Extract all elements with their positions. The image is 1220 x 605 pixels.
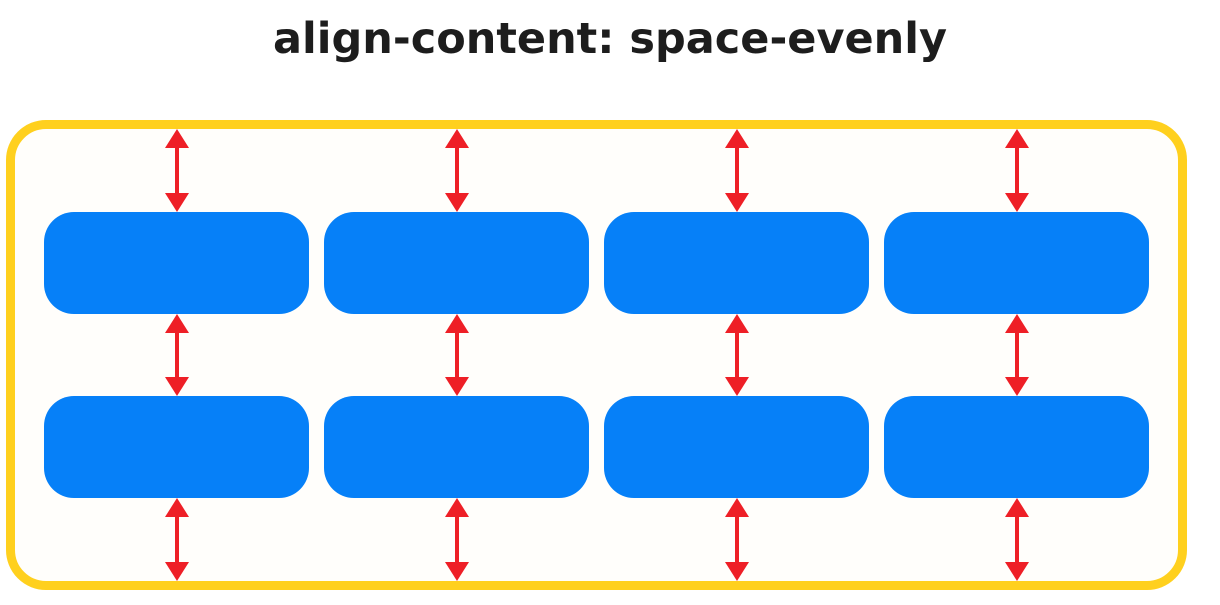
arrow-head-top bbox=[444, 129, 469, 148]
arrow-shaft bbox=[734, 325, 739, 385]
arrow-head-top bbox=[444, 498, 469, 518]
arrow-shaft bbox=[174, 510, 179, 570]
arrow-head-top bbox=[724, 129, 749, 148]
arrow-shaft bbox=[734, 510, 739, 570]
arrow-head-bottom bbox=[1004, 562, 1029, 582]
double-arrow-icon bbox=[724, 498, 750, 582]
flex-item bbox=[884, 211, 1149, 314]
arrow-head-bottom bbox=[1004, 192, 1029, 212]
double-arrow-icon bbox=[444, 313, 470, 397]
double-arrow-icon bbox=[1004, 313, 1030, 397]
arrow-shaft bbox=[734, 141, 739, 200]
arrow-shaft bbox=[454, 510, 459, 570]
arrow-head-bottom bbox=[164, 377, 189, 397]
arrow-head-top bbox=[1004, 313, 1029, 333]
double-arrow-icon bbox=[724, 129, 750, 212]
flex-item bbox=[44, 396, 309, 499]
double-arrow-icon bbox=[444, 498, 470, 582]
arrow-head-top bbox=[724, 498, 749, 518]
arrow-shaft bbox=[1014, 325, 1019, 385]
flex-item bbox=[324, 211, 589, 314]
double-arrow-icon bbox=[1004, 129, 1030, 212]
arrow-head-bottom bbox=[164, 562, 189, 582]
spacing-zone bbox=[15, 129, 1178, 212]
flex-container bbox=[6, 120, 1187, 590]
arrow-head-bottom bbox=[724, 377, 749, 397]
arrow-shaft bbox=[1014, 141, 1019, 200]
arrow-shaft bbox=[454, 325, 459, 385]
double-arrow-icon bbox=[164, 498, 190, 582]
arrow-head-bottom bbox=[724, 562, 749, 582]
flex-item bbox=[604, 211, 869, 314]
arrow-head-top bbox=[1004, 498, 1029, 518]
arrow-head-bottom bbox=[444, 192, 469, 212]
arrow-shaft bbox=[174, 325, 179, 385]
double-arrow-icon bbox=[444, 129, 470, 212]
arrow-shaft bbox=[174, 141, 179, 200]
arrow-head-bottom bbox=[164, 192, 189, 212]
arrow-shaft bbox=[1014, 510, 1019, 570]
arrow-head-bottom bbox=[444, 377, 469, 397]
arrow-head-bottom bbox=[1004, 377, 1029, 397]
spacing-zone bbox=[15, 313, 1178, 397]
flex-row bbox=[15, 396, 1178, 499]
arrow-head-bottom bbox=[724, 192, 749, 212]
arrow-head-top bbox=[724, 313, 749, 333]
arrow-head-top bbox=[164, 498, 189, 518]
double-arrow-icon bbox=[1004, 498, 1030, 582]
arrow-shaft bbox=[454, 141, 459, 200]
double-arrow-icon bbox=[164, 129, 190, 212]
arrow-head-top bbox=[444, 313, 469, 333]
double-arrow-icon bbox=[164, 313, 190, 397]
spacing-zone bbox=[15, 498, 1178, 582]
arrow-head-top bbox=[164, 313, 189, 333]
flex-row bbox=[15, 211, 1178, 314]
arrow-head-top bbox=[164, 129, 189, 148]
flex-item bbox=[44, 211, 309, 314]
arrow-head-bottom bbox=[444, 562, 469, 582]
flex-item bbox=[604, 396, 869, 499]
double-arrow-icon bbox=[724, 313, 750, 397]
flex-item bbox=[324, 396, 589, 499]
flex-item bbox=[884, 396, 1149, 499]
arrow-head-top bbox=[1004, 129, 1029, 148]
page-title: align-content: space-evenly bbox=[272, 14, 948, 64]
